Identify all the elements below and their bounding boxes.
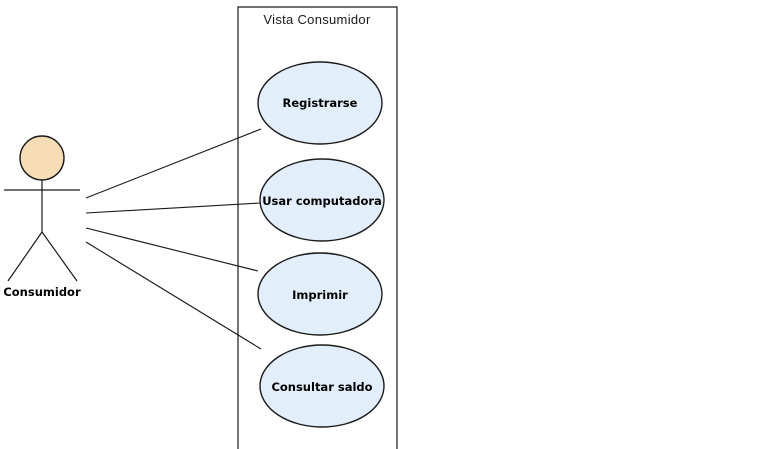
system-boundary: Vista Consumidor bbox=[237, 6, 398, 449]
association-line-consultar-saldo bbox=[85, 241, 262, 350]
actor-consumidor[interactable]: Consumidor bbox=[3, 135, 81, 299]
system-title: Vista Consumidor bbox=[263, 12, 371, 27]
use-case-imprimir[interactable]: Imprimir bbox=[257, 252, 383, 336]
association-line-imprimir bbox=[85, 227, 259, 272]
association-line-registrarse bbox=[85, 128, 262, 199]
use-case-usar-computadora[interactable]: Usar computadora bbox=[259, 158, 385, 242]
use-case-label: Imprimir bbox=[292, 288, 348, 302]
associations bbox=[85, 128, 262, 350]
actor-left-leg bbox=[7, 231, 43, 282]
use-case-registrarse[interactable]: Registrarse bbox=[257, 61, 383, 145]
use-case-label: Usar computadora bbox=[262, 194, 382, 208]
use-case-label: Consultar saldo bbox=[271, 380, 372, 394]
system-boundary-frame bbox=[237, 6, 398, 449]
actor-name: Consumidor bbox=[3, 285, 81, 299]
use-case-label: Registrarse bbox=[283, 96, 358, 110]
association-line-usar-computadora bbox=[85, 202, 261, 214]
use-case-ellipse bbox=[259, 158, 385, 242]
actor-right-leg bbox=[41, 231, 78, 282]
actor-head bbox=[19, 135, 65, 181]
use-case-ellipse bbox=[259, 344, 385, 428]
use-case-ellipse bbox=[257, 252, 383, 336]
use-case-consultar-saldo[interactable]: Consultar saldo bbox=[259, 344, 385, 428]
use-case-ellipse bbox=[257, 61, 383, 145]
